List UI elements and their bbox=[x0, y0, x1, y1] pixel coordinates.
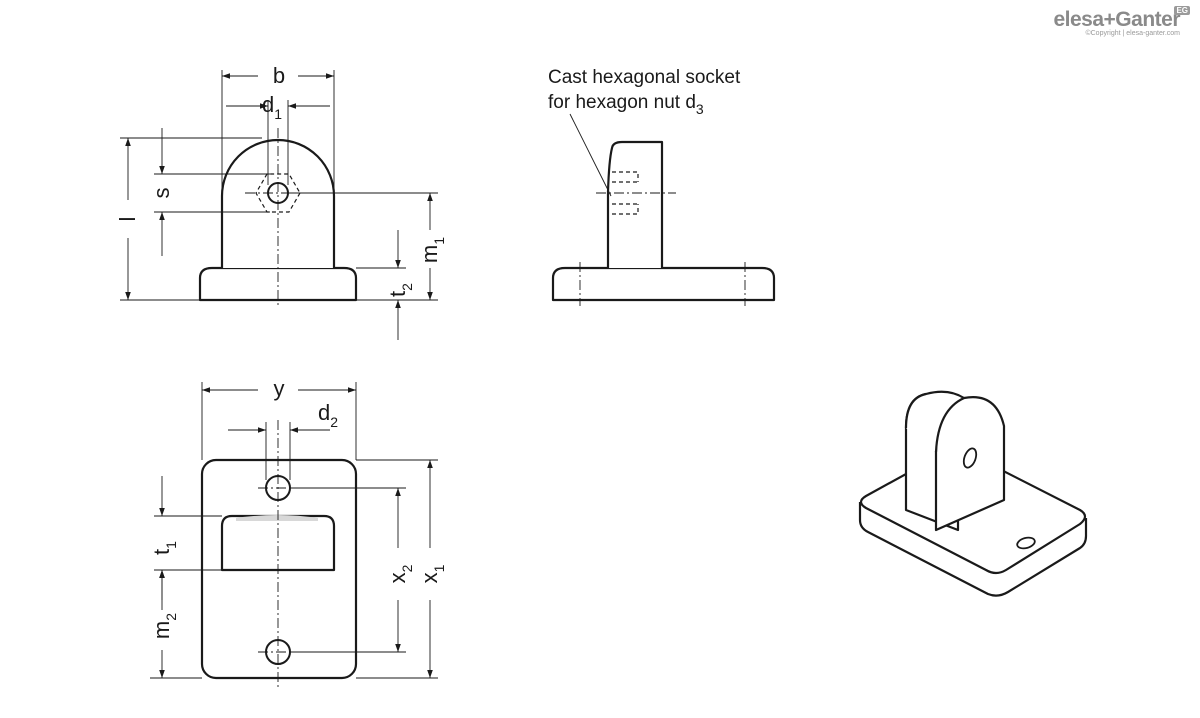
dim-d1-label: d1 bbox=[262, 92, 282, 122]
dim-d2-label: d2 bbox=[318, 400, 338, 430]
dim-m2-label: m2 bbox=[149, 613, 179, 639]
brand-name: elesa+Ganter bbox=[1053, 8, 1180, 31]
brand-copyright: ©Copyright | elesa-ganter.com bbox=[1085, 30, 1180, 37]
dim-s-label: s bbox=[149, 188, 174, 199]
side-upright bbox=[606, 140, 664, 268]
brand-badge: EG bbox=[1174, 6, 1190, 15]
dim-b-label: b bbox=[273, 63, 285, 88]
front-view: b d1 s l m1 t2 bbox=[115, 63, 447, 340]
dim-l-label: l bbox=[115, 217, 140, 222]
isometric-view bbox=[858, 390, 1088, 597]
dim-t1-label: t1 bbox=[149, 541, 179, 555]
side-base bbox=[551, 266, 776, 302]
front-hex-socket bbox=[255, 173, 301, 213]
dim-t2-label: t2 bbox=[385, 283, 415, 297]
dim-y-label: y bbox=[274, 376, 285, 401]
top-view: y d2 t1 m2 x2 x1 bbox=[149, 376, 447, 690]
socket-note-line2: for hexagon nut d3 bbox=[548, 92, 704, 117]
socket-note-line1: Cast hexagonal socket bbox=[548, 67, 741, 88]
side-view: Cast hexagonal socket for hexagon nut d3 bbox=[548, 67, 776, 306]
iso-bore bbox=[962, 447, 978, 469]
dim-m1-label: m1 bbox=[417, 237, 447, 263]
iso-upright-top bbox=[904, 390, 966, 453]
dim-x1-label: x1 bbox=[417, 564, 447, 583]
dim-x2-label: x2 bbox=[385, 564, 415, 583]
iso-base-hole bbox=[1016, 536, 1036, 550]
front-base bbox=[198, 266, 358, 302]
brand-logo: elesa+Ganter ©Copyright | elesa-ganter.c… bbox=[1053, 6, 1190, 37]
